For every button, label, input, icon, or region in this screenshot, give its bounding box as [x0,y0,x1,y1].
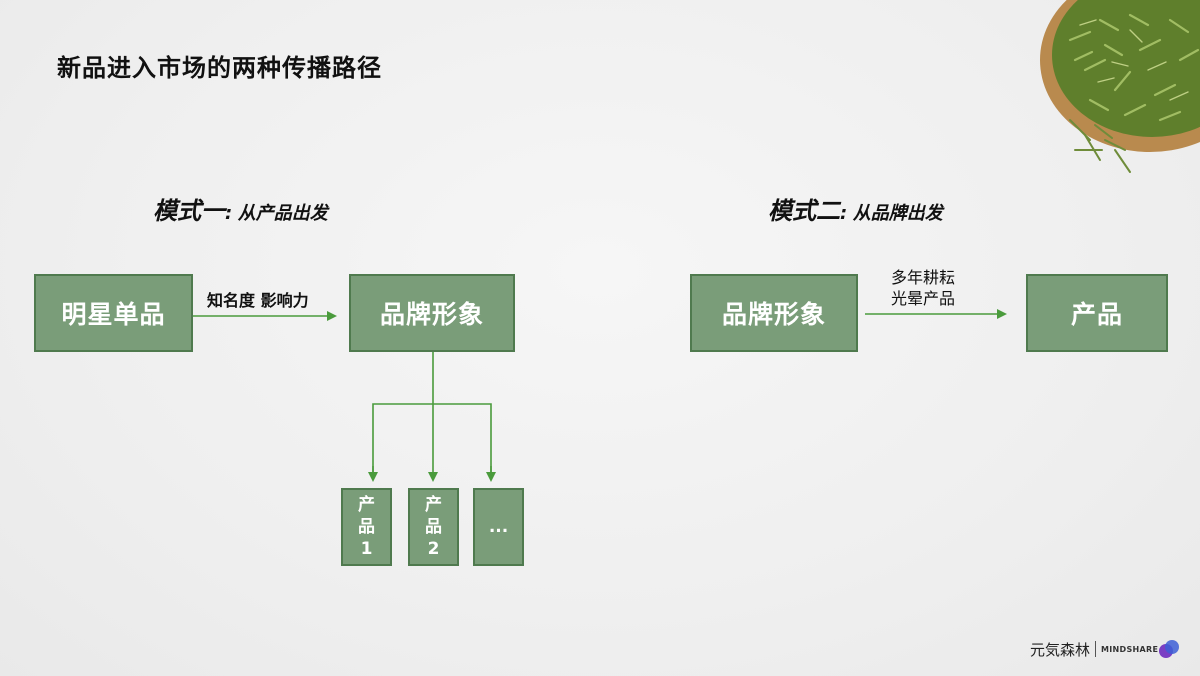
mode2-source-label: 品牌形象 [721,300,826,329]
mode2-title-main: 模式二 [768,197,840,225]
mode1-title-colon: : [225,203,233,224]
product-2-char-1: 产 [425,495,442,515]
product-2-char-2: 品 [425,517,442,537]
product-1-char-1: 产 [358,495,375,515]
mindshare-logo-icon [1159,640,1180,658]
product-1-char-3: 1 [360,539,373,559]
footer-logos: 元気森林 MINDSHARE [1030,638,1180,660]
product-more-ellipsis: ... [488,517,509,537]
mode1-target-box: 品牌形象 [349,274,515,352]
mode2-edge-label: 多年耕耘 光晕产品 [891,267,955,309]
product-more-box: ... [473,488,524,566]
mode2-edge-label-line2: 光晕产品 [891,289,956,308]
product-1-box: 产 品 1 [341,488,392,566]
mode2-title-colon: : [840,203,848,224]
mode2-target-label: 产品 [1070,300,1123,329]
mode2-target-box: 产品 [1026,274,1168,352]
mode1-source-label: 明星单品 [61,300,166,329]
product-2-box: 产 品 2 [408,488,459,566]
brand-logo-text: 元気森林 [1030,640,1091,659]
mode1-title-sub: 从产品出发 [237,203,328,224]
mode1-title-main: 模式一 [153,197,225,225]
mode1-edge-label: 知名度 影响力 [207,291,309,310]
mode2-title-sub: 从品牌出发 [852,203,943,224]
mode2-edge-label-line1: 多年耕耘 [891,268,956,287]
mode1-source-box: 明星单品 [34,274,193,352]
mode2-title: 模式二: 从品牌出发 [768,191,943,226]
mode2-source-box: 品牌形象 [690,274,858,352]
product-2-char-3: 2 [427,539,440,559]
mode1-target-label: 品牌形象 [379,300,484,329]
green-tea-bowl-image [1040,0,1200,173]
product-1-char-2: 品 [358,517,375,537]
mode1-branch-bar [372,403,492,478]
page-title: 新品进入市场的两种传播路径 [57,54,382,82]
partner-logo-text: MINDSHARE [1101,644,1159,654]
mode1-title: 模式一: 从产品出发 [153,191,328,226]
logo-separator [1095,641,1097,657]
